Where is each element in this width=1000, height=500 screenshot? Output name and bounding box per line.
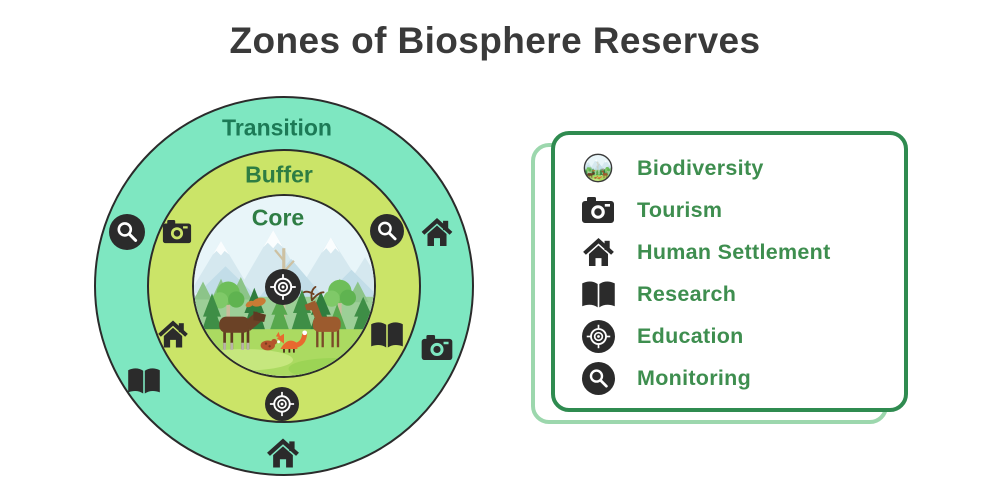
home-icon (422, 218, 453, 246)
legend-item: Monitoring (579, 357, 904, 399)
book-icon (127, 367, 161, 395)
legend-item-label: Biodiversity (637, 155, 764, 180)
page-title: Zones of Biosphere Reserves (229, 20, 761, 61)
biodiversity-icon (579, 153, 617, 183)
book-icon (579, 280, 617, 309)
book-icon (370, 321, 404, 349)
legend-item: Education (579, 315, 904, 357)
legend-item: Research (579, 273, 904, 315)
transition-zone-label: Transition (222, 114, 332, 141)
core-zone-label: Core (251, 204, 305, 231)
search-icon (370, 214, 404, 248)
camera-icon (163, 220, 192, 244)
target-icon (265, 269, 301, 305)
legend-item: Biodiversity (579, 147, 904, 189)
buffer-zone-label: Buffer (245, 161, 313, 188)
legend-item-label: Monitoring (637, 365, 752, 390)
legend-item-label: Human Settlement (637, 239, 831, 264)
legend-item: Tourism (579, 189, 904, 231)
legend-item: Human Settlement (579, 231, 904, 273)
legend-item-label: Research (637, 281, 737, 306)
legend-item-label: Education (637, 323, 744, 348)
legend-panel: Biodiversity Tourism Human Settlement Re… (551, 131, 908, 412)
legend-item-label: Tourism (637, 197, 723, 222)
search-icon (109, 214, 145, 250)
target-icon (579, 320, 617, 353)
home-icon (579, 238, 617, 266)
target-icon (265, 387, 299, 421)
home-icon (158, 321, 188, 348)
search-icon (579, 362, 617, 395)
camera-icon (579, 197, 617, 224)
home-icon (267, 439, 299, 468)
camera-icon (422, 335, 453, 361)
